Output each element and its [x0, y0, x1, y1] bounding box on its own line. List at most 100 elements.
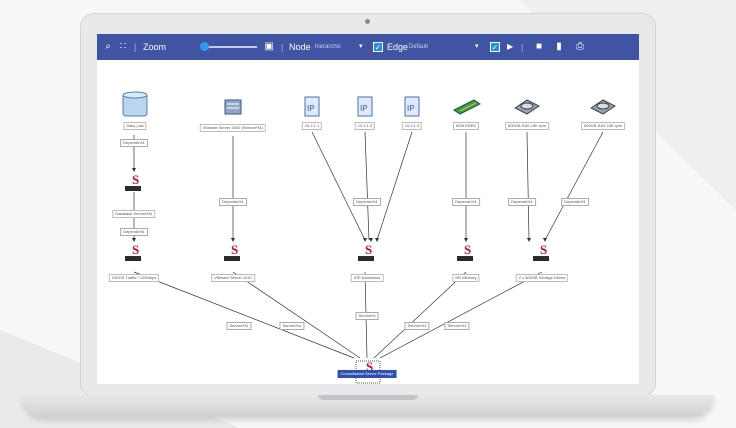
node-label: VMware Server 1010: [211, 274, 255, 282]
node-label: VMware Server 2000 (Service%1): [199, 124, 267, 132]
node-label: 800GB SAS 15K rpm: [505, 122, 549, 130]
memory-node[interactable]: [452, 96, 482, 118]
svg-text:S: S: [464, 244, 471, 257]
edge: [526, 131, 530, 241]
camera-icon: [365, 19, 370, 24]
node-label: GWOS Traffic / 100Mbps: [108, 274, 160, 282]
service-node[interactable]: S: [122, 172, 146, 194]
service-node[interactable]: S: [122, 242, 146, 266]
service-icon: S: [224, 242, 240, 261]
laptop-notch: [318, 395, 418, 400]
node-label: HD Memory: [452, 274, 480, 282]
hard-disk-icon: [590, 99, 616, 115]
print-icon[interactable]: ⎙: [576, 41, 584, 52]
hard-disk-icon: [514, 99, 540, 115]
service-icon: S: [125, 172, 141, 191]
document-icon[interactable]: ▮: [556, 41, 562, 52]
node-label: 10.2.1.1: [301, 122, 323, 130]
ip-node-2[interactable]: IP: [355, 96, 375, 118]
toolbar: ⌕ ∷ | Zoom ▣ | Node hierarchic ▾ ✓ Edge …: [97, 34, 639, 60]
edge-style-select[interactable]: Default: [409, 44, 429, 50]
database-node[interactable]: [121, 90, 149, 120]
play-icon[interactable]: ▶: [507, 42, 514, 51]
edge-label: Service%: [355, 312, 379, 320]
service-node[interactable]: S: [355, 242, 379, 266]
edge-label: Service%1: [444, 322, 470, 330]
edge-label: Depends%1: [219, 198, 247, 206]
edge-label: Depends%1: [561, 198, 589, 206]
arrowhead: [375, 238, 379, 242]
separator: |: [281, 42, 284, 52]
arrowhead: [132, 168, 136, 172]
edge-checkbox[interactable]: ✓: [373, 42, 383, 52]
edge: [544, 131, 604, 241]
node-label: 8GB DDR2: [452, 122, 480, 130]
node-label: Data_Lab: [123, 122, 147, 130]
svg-text:S: S: [365, 244, 372, 257]
zoom-label: Zoom: [143, 42, 167, 52]
memory-module-icon: [453, 99, 481, 115]
search-icon[interactable]: ⌕: [105, 41, 111, 52]
svg-text:IP: IP: [307, 104, 315, 113]
arrowhead: [543, 238, 547, 242]
laptop-base: [22, 395, 714, 417]
edge-label: Depends%1: [353, 198, 381, 206]
service-node[interactable]: S: [221, 242, 245, 266]
service-icon: S: [125, 242, 141, 261]
arrowhead: [369, 238, 373, 242]
zoom-slider-track[interactable]: [205, 46, 257, 48]
edge-label: Service%1: [404, 322, 430, 330]
fit-screen-icon[interactable]: ∷: [119, 41, 127, 52]
server-icon: [224, 99, 242, 115]
ip-document-icon: IP: [304, 96, 320, 117]
ip-node-3[interactable]: IP: [402, 96, 422, 118]
edge: [311, 131, 366, 241]
app-screen: ⌕ ∷ | Zoom ▣ | Node hierarchic ▾ ✓ Edge …: [97, 34, 639, 384]
ip-document-icon: IP: [404, 96, 420, 117]
service-node[interactable]: S: [454, 242, 478, 266]
arrowhead: [464, 238, 468, 242]
node-label: 10.2.1.2: [354, 122, 376, 130]
server-node[interactable]: [221, 98, 245, 116]
service-icon: S: [533, 242, 549, 261]
ip-node-1[interactable]: IP: [302, 96, 322, 118]
option-checkbox[interactable]: ✓: [490, 42, 500, 52]
arrowhead: [363, 238, 367, 242]
edge-label: Depends%1: [452, 198, 480, 206]
svg-text:S: S: [132, 244, 139, 257]
image-icon[interactable]: ▣: [264, 41, 274, 52]
database-icon: [122, 91, 148, 117]
svg-text:IP: IP: [407, 104, 415, 113]
edge: [376, 131, 413, 241]
edge-label: Depends%1: [120, 139, 148, 147]
service-icon: S: [457, 242, 473, 261]
chevron-down-icon[interactable]: ▾: [475, 43, 479, 50]
service-node[interactable]: S: [530, 242, 554, 266]
save-icon[interactable]: ■: [535, 41, 543, 52]
edge-label: Service%1: [279, 322, 305, 330]
edge-label: Depends%1: [120, 228, 148, 236]
node-label: 10.2.1.3: [401, 122, 423, 130]
edge: [373, 271, 467, 359]
edge: [379, 271, 543, 359]
hard-disk-node-2[interactable]: [589, 96, 617, 118]
svg-text:S: S: [366, 360, 373, 374]
chevron-down-icon[interactable]: ▾: [359, 43, 363, 50]
edge: [133, 271, 355, 359]
separator: |: [521, 42, 524, 52]
edge-label: Service%1: [226, 322, 252, 330]
edge-label: Edge: [387, 42, 409, 52]
svg-text:S: S: [540, 244, 547, 257]
graph-canvas[interactable]: Data_Lab VMware Server 2000 (Service%1) …: [97, 60, 639, 384]
node-label: IOP Addresses: [350, 274, 384, 282]
ip-document-icon: IP: [357, 96, 373, 117]
selected-node-label[interactable]: Consolidated Server Package: [337, 370, 397, 378]
separator: |: [134, 42, 137, 52]
service-icon: S: [358, 242, 374, 261]
zoom-slider-thumb[interactable]: [200, 42, 209, 51]
node-label: Node: [289, 42, 311, 52]
node-label: 800GB SAS 15K rpm: [581, 122, 625, 130]
arrowhead: [527, 238, 531, 242]
hard-disk-node-1[interactable]: [513, 96, 541, 118]
node-layout-select[interactable]: hierarchic: [315, 44, 342, 50]
